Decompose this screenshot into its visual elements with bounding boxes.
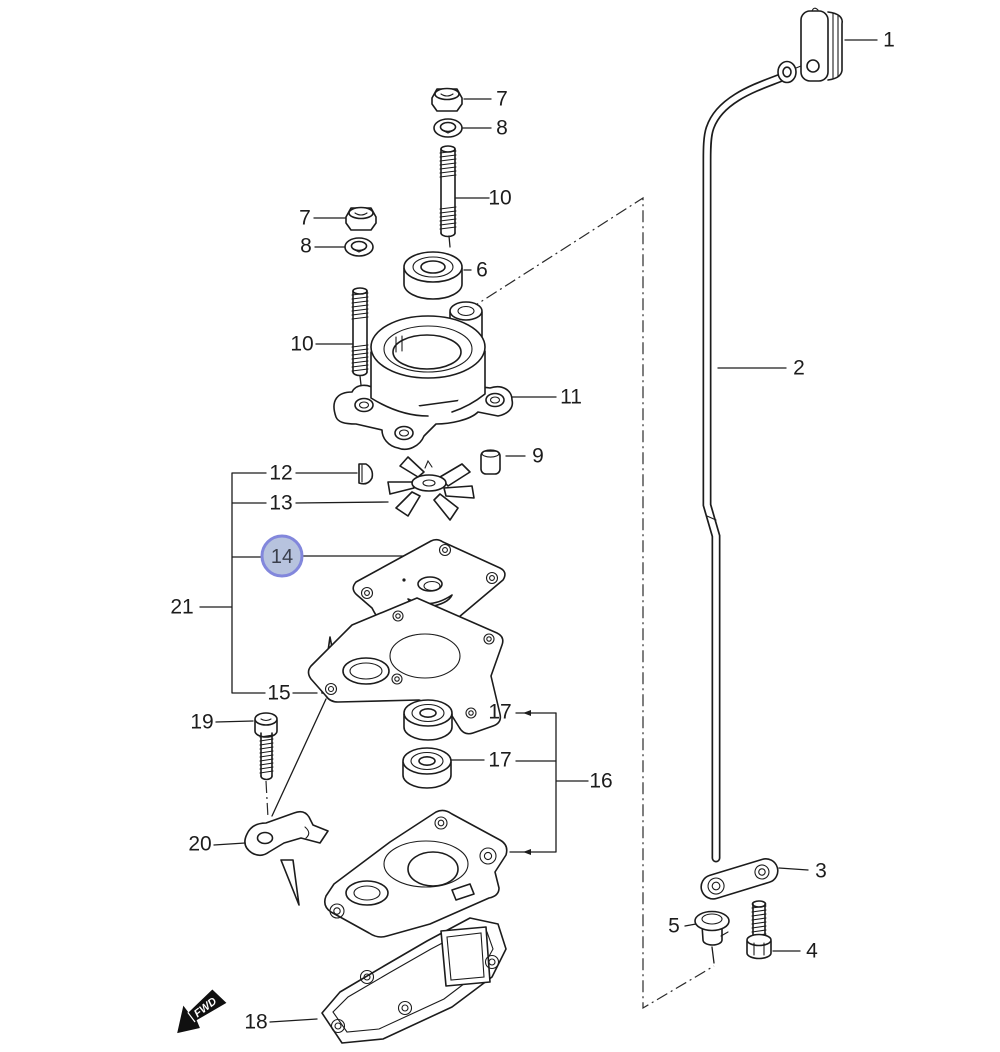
part-grommet-5 — [694, 910, 730, 946]
callout-1-0[interactable]: 1 — [883, 29, 895, 52]
bracket-tick-marks — [523, 710, 531, 855]
selected-callout-highlight[interactable] — [260, 534, 304, 578]
callout-8-7[interactable]: 8 — [496, 117, 508, 140]
part-washer-8-top — [433, 118, 463, 138]
callout-19-21[interactable]: 19 — [190, 711, 213, 734]
callout-21-23[interactable]: 21 — [170, 596, 193, 619]
callout-13-15[interactable]: 13 — [269, 492, 292, 515]
callout-9-12[interactable]: 9 — [532, 445, 544, 468]
part-impeller-13 — [387, 456, 475, 521]
part-bearing-17-lower — [402, 747, 452, 789]
part-shift-rod-2 — [702, 73, 785, 863]
part-pump-case-11 — [333, 301, 514, 451]
part-gasket-18 — [321, 917, 507, 1044]
part-bolt-19 — [254, 712, 278, 781]
part-stud-10-left — [351, 287, 369, 377]
callout-18-20[interactable]: 18 — [244, 1011, 267, 1034]
part-lower-housing-16 — [324, 809, 508, 938]
callout-20-22[interactable]: 20 — [188, 833, 211, 856]
callout-15-16[interactable]: 15 — [267, 682, 290, 705]
callout-6-5[interactable]: 6 — [476, 259, 488, 282]
part-nut-7-top — [431, 87, 463, 112]
callout-7-6[interactable]: 7 — [496, 88, 508, 111]
callout-10-11[interactable]: 10 — [290, 333, 313, 356]
callout-5-4[interactable]: 5 — [668, 915, 680, 938]
bracket-21 — [199, 472, 267, 694]
part-bearing-6 — [403, 251, 463, 300]
callout-7-9[interactable]: 7 — [299, 207, 311, 230]
part-bolt-4 — [746, 900, 772, 960]
part-cam-plate-20 — [244, 810, 329, 857]
callout-17-18[interactable]: 17 — [488, 701, 511, 724]
bracket-16 — [509, 712, 589, 853]
part-key-12 — [358, 463, 374, 485]
part-washer-8-left — [344, 237, 374, 257]
part-nut-7-left — [345, 206, 377, 231]
callout-14-selected[interactable]: 14 — [271, 546, 293, 568]
part-plate-3 — [700, 858, 779, 900]
callout-17-19[interactable]: 17 — [488, 749, 511, 772]
assembly-axis-line — [265, 196, 715, 1010]
part-bearing-17-upper — [403, 699, 453, 741]
alignment-wedge-lower — [280, 859, 300, 906]
part-handle-1 — [777, 7, 844, 84]
fwd-arrow: FWD — [177, 989, 227, 1034]
callout-3-2[interactable]: 3 — [815, 860, 827, 883]
part-gasket-15 — [307, 597, 504, 735]
callout-8-10[interactable]: 8 — [300, 235, 312, 258]
callout-4-3[interactable]: 4 — [806, 940, 818, 963]
part-pin-9 — [480, 449, 501, 475]
callout-2-1[interactable]: 2 — [793, 357, 805, 380]
callout-11-13[interactable]: 11 — [560, 386, 582, 409]
callout-10-8[interactable]: 10 — [488, 187, 511, 210]
callout-16-17[interactable]: 16 — [589, 770, 612, 793]
part-stud-10-right — [439, 145, 457, 238]
callout-12-14[interactable]: 12 — [269, 462, 292, 485]
leader-lines — [213, 39, 878, 1023]
